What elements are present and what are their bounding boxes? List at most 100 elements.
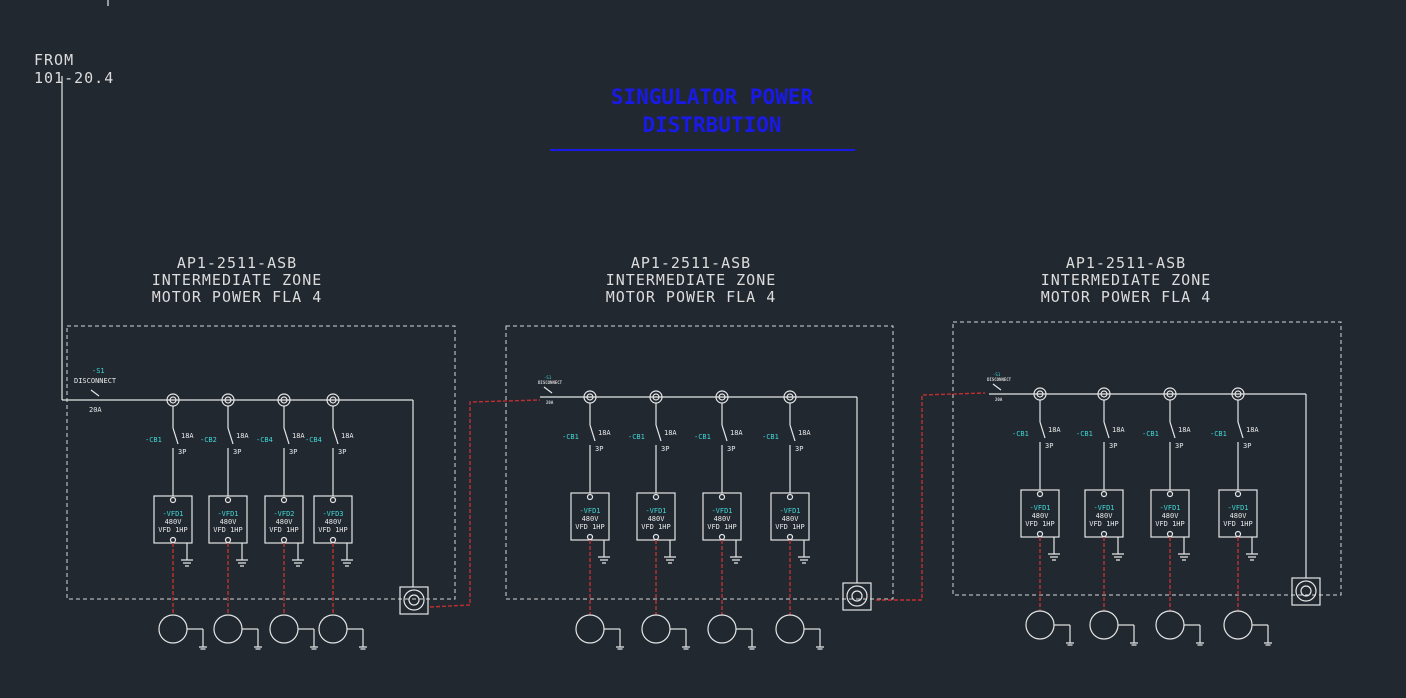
breaker-tag: -CB1 [1210,430,1227,438]
vfd-voltage: 480V [165,518,183,526]
vfd-desc: VFD 1HP [1089,520,1119,528]
breaker-tag: -CB1 [762,433,779,441]
panel-header-line: INTERMEDIATE ZONE [606,271,777,289]
breaker-tag: -CB2 [200,436,217,444]
breaker-rating: 18A [1112,426,1125,434]
ground-icon [616,646,624,650]
vfd-terminal [652,533,660,541]
breaker-tag: -CB1 [628,433,645,441]
breaker-tag: -CB1 [562,433,579,441]
panel-header-line: INTERMEDIATE ZONE [152,271,323,289]
vfd-voltage: 480V [1096,512,1114,520]
vfd-tag: -VFD1 [162,510,183,518]
vfd-tag: -VFD1 [779,507,800,515]
breaker-poles: 3P [1045,442,1053,450]
terminal-inner-circle [851,590,863,602]
breaker-contact [283,427,290,445]
disconnect-rating-small: 20A [995,397,1003,402]
ground-icon [1246,553,1258,561]
bus-tap-inner [169,396,177,404]
breaker-contact [227,427,234,445]
vfd-terminal [1036,490,1044,498]
vfd-desc: VFD 1HP [318,526,348,534]
breaker-contact [332,427,339,445]
panel-header-line: MOTOR POWER FLA 4 [152,288,323,306]
vfd-terminal [718,493,726,501]
vfd-terminal [169,536,177,544]
breaker-contact [721,424,728,442]
bus-tap-inner [718,393,726,401]
breaker-poles: 3P [178,448,186,456]
bus-tap-inner [1234,390,1242,398]
vfd-terminal [329,536,337,544]
vfd-terminal [224,496,232,504]
motor-icon [641,614,671,644]
breaker-contact [1103,421,1110,439]
breaker-poles: 3P [289,448,297,456]
panel-header-line: AP1-2511-ASB [631,254,751,272]
diagram-title-line2: DISTRBUTION [642,113,781,137]
bus-tap-inner [586,393,594,401]
breaker-contact [172,427,179,445]
diagram-title-line1: SINGULATOR POWER [611,85,814,109]
motor-icon [213,614,243,644]
source-ref-label: 101-20.4 [34,69,114,87]
breaker-tag: -CB1 [1142,430,1159,438]
breaker-rating: 18A [181,432,194,440]
breaker-rating: 18A [1246,426,1259,434]
ground-icon [798,556,810,564]
vfd-desc: VFD 1HP [1025,520,1055,528]
terminal-box [842,582,872,611]
vfd-terminal [1166,530,1174,538]
disconnect-tag-small: -S1 [544,375,552,380]
terminal-circle [846,585,868,607]
motor-icon [1223,610,1253,640]
bus-tap-inner [652,393,660,401]
vfd-desc: VFD 1HP [213,526,243,534]
motor-icon [707,614,737,644]
vfd-voltage: 480V [276,518,294,526]
vfd-terminal [1234,530,1242,538]
disconnect-tag: -S1 [92,367,105,375]
vfd-voltage: 480V [782,515,800,523]
breaker-contact [789,424,796,442]
breaker-rating: 18A [292,432,305,440]
vfd-terminal [1036,530,1044,538]
vfd-tag: -VFD1 [645,507,666,515]
motor-icon [575,614,605,644]
disconnect-tag-small: -S1 [993,372,1001,377]
vfd-tag: -VFD1 [1029,504,1050,512]
motor-icon [158,614,188,644]
panel-enclosure [505,325,894,600]
panel-header-line: MOTOR POWER FLA 4 [1041,288,1212,306]
vfd-desc: VFD 1HP [707,523,737,531]
breaker-contact [1169,421,1176,439]
vfd-terminal [586,533,594,541]
bus-tap-inner [1100,390,1108,398]
vfd-desc: VFD 1HP [775,523,805,531]
breaker-contact [589,424,596,442]
vfd-terminal [280,496,288,504]
ground-icon [730,556,742,564]
breaker-contact [1039,421,1046,439]
vfd-terminal [586,493,594,501]
vfd-voltage: 480V [648,515,666,523]
disconnect-symbol [992,383,1002,391]
ground-icon [181,559,193,567]
ground-icon [664,556,676,564]
breaker-contact [1237,421,1244,439]
breaker-tag: -CB4 [305,436,322,444]
